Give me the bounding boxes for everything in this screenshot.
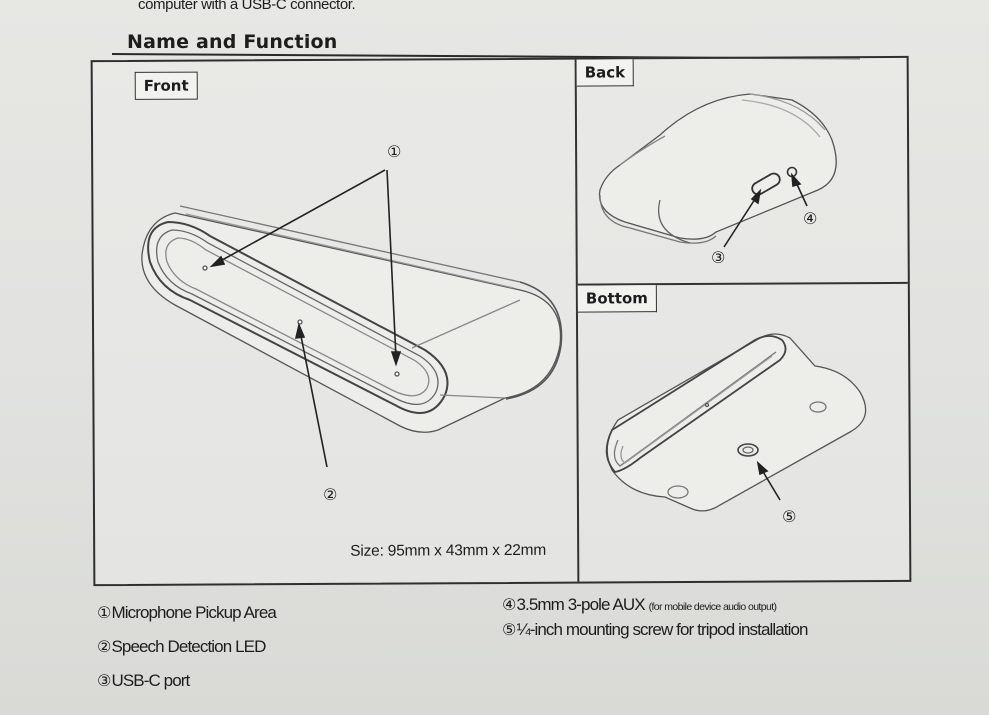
legend-item-5: ⑤¼-inch mounting screw for tripod instal… — [502, 620, 809, 640]
callout-1: ① — [387, 142, 402, 161]
callout-3: ③ — [711, 248, 726, 267]
back-callout-arrows — [723, 172, 808, 248]
legend-text: 3.5mm 3-pole AUX — [516, 595, 645, 614]
callout-2: ② — [323, 485, 338, 504]
legend-text: Speech Detection LED — [111, 637, 266, 656]
legend-number: ④ — [502, 595, 516, 614]
front-callout-arrows — [209, 169, 402, 468]
legend-number: ① — [97, 603, 111, 622]
front-device-drawing — [141, 205, 563, 433]
legend-text: ¼-inch mounting screw for tripod install… — [516, 620, 808, 639]
back-device-drawing — [598, 93, 837, 244]
legend-item-1: ①Microphone Pickup Area — [97, 603, 277, 623]
legend-text: USB-C port — [111, 671, 190, 690]
top-text-line: computer with a USB-C connector. — [138, 0, 356, 13]
legend-number: ③ — [97, 671, 111, 690]
section-title: Name and Function — [127, 31, 338, 53]
legend-note: (for mobile device audio output) — [648, 601, 777, 613]
callout-4: ④ — [803, 209, 818, 228]
legend-item-3: ③USB-C port — [97, 671, 190, 691]
bottom-callout-arrow — [756, 460, 781, 501]
legend-item-4: ④3.5mm 3-pole AUX (for mobile device aud… — [502, 595, 777, 615]
callout-5: ⑤ — [782, 507, 797, 526]
legend-item-2: ②Speech Detection LED — [97, 637, 266, 657]
legend-text: Microphone Pickup Area — [111, 603, 276, 622]
legend-number: ⑤ — [502, 620, 516, 639]
legend-number: ② — [97, 637, 111, 656]
bottom-device-drawing — [605, 333, 867, 512]
